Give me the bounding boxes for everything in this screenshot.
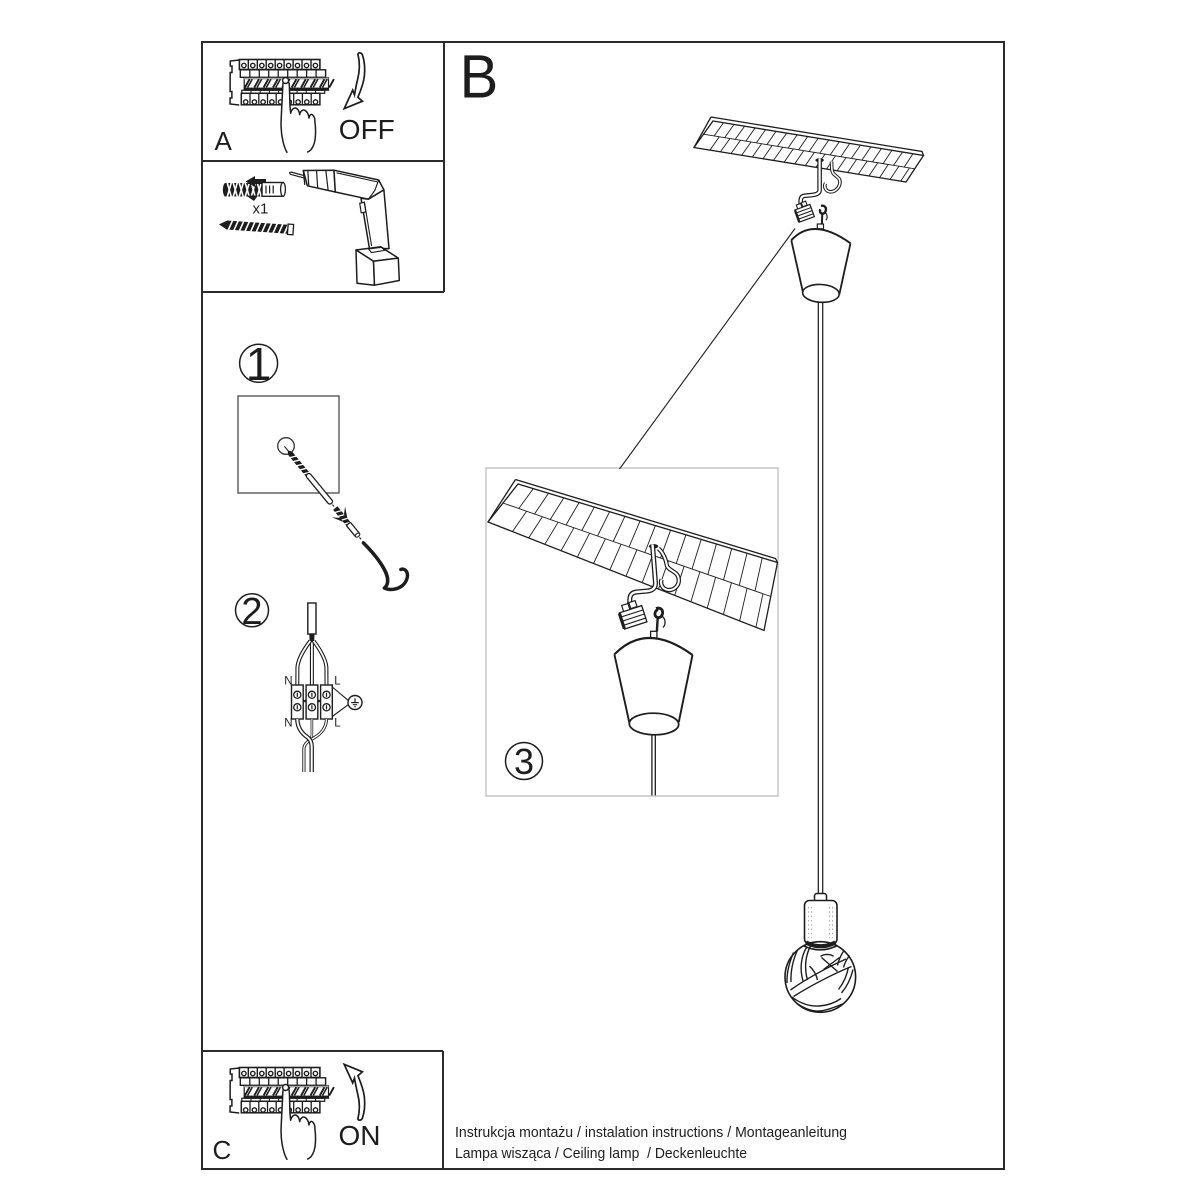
svg-text:B: B xyxy=(460,42,499,111)
svg-text:N: N xyxy=(284,676,292,688)
svg-text:A: A xyxy=(215,126,233,156)
svg-text:3: 3 xyxy=(514,741,534,782)
svg-text:N: N xyxy=(284,718,292,730)
svg-text:Instrukcja montażu / instalati: Instrukcja montażu / instalation instruc… xyxy=(455,1125,847,1141)
svg-text:1: 1 xyxy=(246,338,272,390)
svg-text:OFF: OFF xyxy=(339,114,395,145)
svg-text:2: 2 xyxy=(241,591,262,633)
svg-text:ON: ON xyxy=(339,1120,381,1151)
svg-text:C: C xyxy=(213,1135,232,1165)
svg-text:x1: x1 xyxy=(253,201,269,218)
svg-text:L: L xyxy=(334,676,341,688)
svg-text:Lampa wisząca / Ceiling lamp: Lampa wisząca / Ceiling lamp / Deckenleu… xyxy=(455,1146,747,1162)
svg-text:L: L xyxy=(334,718,341,730)
